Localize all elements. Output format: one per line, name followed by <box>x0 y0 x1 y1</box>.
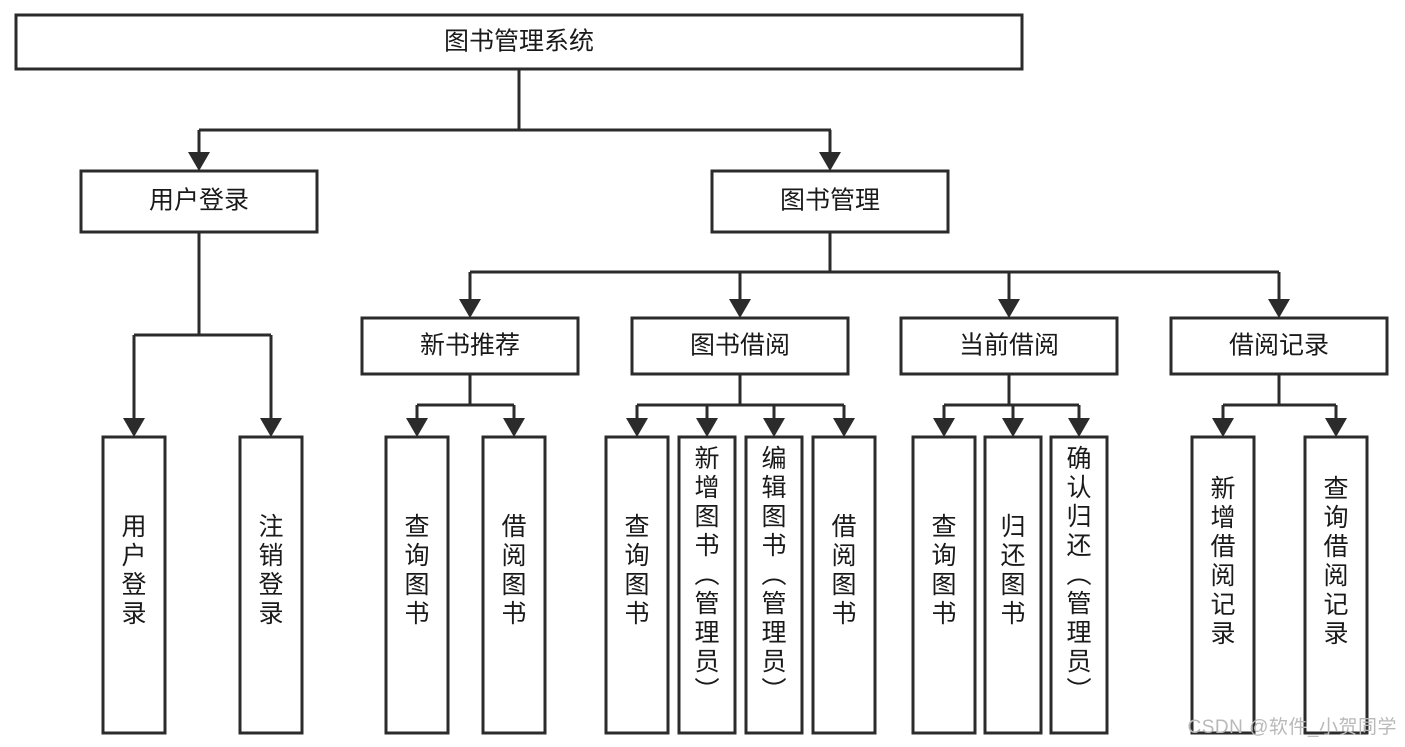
leaf-query-book-current-box[interactable] <box>911 435 977 735</box>
node-borrow-record[interactable]: 借阅记录 <box>1169 316 1389 376</box>
node-book-borrow-label: 图书借阅 <box>690 332 790 360</box>
connector-newbook-to-leaves <box>406 374 525 437</box>
connector-userlogin-to-leaves <box>123 232 282 437</box>
leaf-edit-book-admin-box[interactable] <box>744 435 804 735</box>
node-book-management[interactable]: 图书管理 <box>710 169 950 234</box>
leaf-user-login-box[interactable] <box>101 435 167 735</box>
leaf-query-book-current-label: 查询图书 <box>931 513 956 628</box>
node-borrow-record-label: 借阅记录 <box>1229 332 1329 360</box>
leaf-add-book-admin-label: 新增图书︵管理员︶ <box>694 445 719 705</box>
leaf-borrow-book-borrow-label: 借阅图书 <box>831 513 856 628</box>
leaf-add-book-admin[interactable]: 新增图书︵管理员︶ <box>677 435 737 735</box>
node-new-book-recommend[interactable]: 新书推荐 <box>360 316 580 376</box>
leaf-logout-box[interactable] <box>238 435 304 735</box>
node-root-system-box[interactable] <box>14 13 1024 71</box>
leaf-borrow-book-newbook[interactable]: 借阅图书 <box>481 435 547 735</box>
watermark-text: CSDN @软件_小贺同学 <box>1187 717 1397 738</box>
connector-layer <box>123 69 1347 437</box>
node-new-book-recommend-box[interactable] <box>360 316 580 376</box>
leaf-confirm-return-admin[interactable]: 确认归还︵管理员︶ <box>1049 435 1109 735</box>
node-root-system-label: 图书管理系统 <box>444 28 594 56</box>
leaf-confirm-return-admin-label: 确认归还︵管理员︶ <box>1066 445 1091 705</box>
leaf-query-borrow-record[interactable]: 查询借阅记录 <box>1303 435 1369 735</box>
leaf-query-borrow-record-box[interactable] <box>1303 435 1369 735</box>
leaf-edit-book-admin[interactable]: 编辑图书︵管理员︶ <box>744 435 804 735</box>
node-book-management-label: 图书管理 <box>780 187 880 215</box>
node-current-borrow[interactable]: 当前借阅 <box>899 316 1119 376</box>
leaf-borrow-book-newbook-box[interactable] <box>481 435 547 735</box>
connector-root-to-level2 <box>188 69 841 171</box>
leaf-query-borrow-record-label: 查询借阅记录 <box>1323 475 1348 648</box>
leaf-borrow-book-borrow[interactable]: 借阅图书 <box>811 435 877 735</box>
leaf-query-book-borrow-label: 查询图书 <box>624 513 649 628</box>
leaf-add-borrow-record-box[interactable] <box>1190 435 1256 735</box>
node-root-system[interactable]: 图书管理系统 <box>14 13 1024 71</box>
leaf-return-book-box[interactable] <box>983 435 1043 735</box>
node-current-borrow-box[interactable] <box>899 316 1119 376</box>
leaf-query-book-current[interactable]: 查询图书 <box>911 435 977 735</box>
leaf-user-login-label: 用户登录 <box>121 513 146 628</box>
connector-borrow-to-leaves <box>626 374 855 437</box>
leaf-query-book-newbook[interactable]: 查询图书 <box>384 435 450 735</box>
leaf-logout-label: 注销登录 <box>258 513 283 628</box>
leaf-return-book[interactable]: 归还图书 <box>983 435 1043 735</box>
node-new-book-recommend-label: 新书推荐 <box>420 332 520 360</box>
leaf-query-book-borrow-box[interactable] <box>604 435 670 735</box>
leaf-logout[interactable]: 注销登录 <box>238 435 304 735</box>
leaf-query-book-borrow[interactable]: 查询图书 <box>604 435 670 735</box>
node-current-borrow-label: 当前借阅 <box>959 332 1059 360</box>
connector-record-to-leaves <box>1212 374 1347 437</box>
leaf-user-login[interactable]: 用户登录 <box>101 435 167 735</box>
leaf-return-book-label: 归还图书 <box>1000 513 1025 628</box>
node-book-borrow-box[interactable] <box>630 316 850 376</box>
connector-current-to-leaves <box>933 374 1090 437</box>
node-borrow-record-box[interactable] <box>1169 316 1389 376</box>
node-user-login[interactable]: 用户登录 <box>79 169 319 234</box>
leaf-borrow-book-newbook-label: 借阅图书 <box>501 513 526 628</box>
leaf-query-book-newbook-box[interactable] <box>384 435 450 735</box>
node-book-management-box[interactable] <box>710 169 950 234</box>
connector-bookmgmt-to-level3 <box>459 232 1290 318</box>
node-user-login-label: 用户登录 <box>149 187 249 215</box>
leaf-add-borrow-record[interactable]: 新增借阅记录 <box>1190 435 1256 735</box>
leaf-add-book-admin-box[interactable] <box>677 435 737 735</box>
leaf-borrow-book-borrow-box[interactable] <box>811 435 877 735</box>
leaf-query-book-newbook-label: 查询图书 <box>404 513 429 628</box>
leaf-add-borrow-record-label: 新增借阅记录 <box>1210 475 1235 648</box>
leaf-confirm-return-admin-box[interactable] <box>1049 435 1109 735</box>
node-user-login-box[interactable] <box>79 169 319 234</box>
node-book-borrow[interactable]: 图书借阅 <box>630 316 850 376</box>
leaf-edit-book-admin-label: 编辑图书︵管理员︶ <box>761 445 786 705</box>
